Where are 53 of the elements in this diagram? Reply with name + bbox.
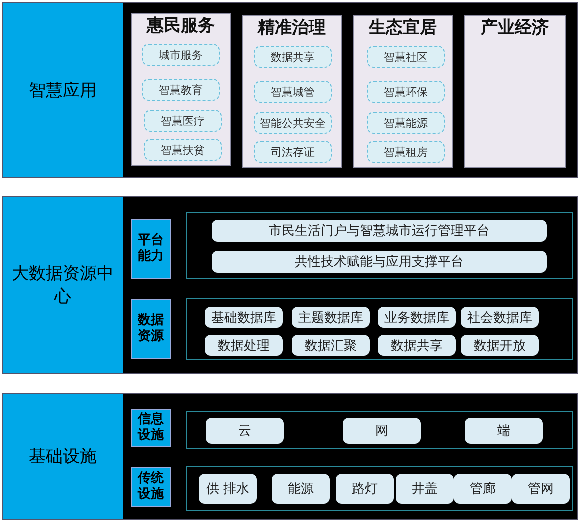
category-column [242,15,342,168]
service-box: 智慧扶贫 [144,139,222,161]
item-box: 供 排水 [199,474,257,504]
column-heading: 生态宜居 [369,17,437,39]
group-panel [186,212,573,279]
layer-band [2,196,578,374]
service-box: 智慧能源 [367,112,445,134]
service-box: 智能公共安全 [254,112,332,134]
item-box: 数据汇聚 [292,335,370,356]
service-box: 智慧社区 [367,46,445,68]
group-panel [186,466,573,511]
item-box: 共性技术赋能与应用支撑平台 [212,251,547,273]
sublayer-label: 数据资源 [131,299,171,359]
item-box: 端 [465,418,543,444]
layer-band [2,393,578,520]
column-heading: 产业经济 [481,17,549,39]
service-box: 智慧租房 [367,141,445,163]
item-box: 市民生活门户与智慧城市运行管理平台 [212,220,547,242]
item-box: 基础数据库 [205,307,283,328]
service-box: 智慧环保 [367,81,445,103]
layer-label: 基础设施 [3,394,123,519]
item-box: 路灯 [336,474,394,504]
item-box: 云 [206,418,284,444]
sublayer-label: 传统设施 [131,467,171,507]
service-box: 城市服务 [142,44,220,66]
category-column [353,15,453,168]
category-column [464,15,566,168]
group-panel [186,298,573,360]
service-box: 智慧教育 [142,79,220,101]
item-box: 社会数据库 [461,307,539,328]
item-box: 业务数据库 [378,307,456,328]
item-box: 能源 [272,474,330,504]
sublayer-label: 信息设施 [131,409,171,447]
service-box: 司法存证 [254,141,332,163]
layer-band [2,2,578,178]
item-box: 数据共享 [378,335,456,356]
layer-label: 智慧应用 [3,3,123,177]
item-box: 数据开放 [461,335,539,356]
group-panel [186,411,573,449]
item-box: 管廊 [454,474,512,504]
column-heading: 惠民服务 [147,15,215,37]
item-box: 主题数据库 [292,307,370,328]
item-box: 井盖 [396,474,454,504]
service-box: 智慧城管 [254,81,332,103]
layer-label: 大数据资源中心 [3,197,123,373]
item-box: 数据处理 [205,335,283,356]
sublayer-label: 平台能力 [131,219,171,279]
category-column [131,13,231,166]
column-heading: 精准治理 [258,17,326,39]
service-box: 数据共享 [254,46,332,68]
item-box: 管网 [512,474,570,504]
item-box: 网 [343,418,421,444]
service-box: 智慧医疗 [144,110,222,132]
